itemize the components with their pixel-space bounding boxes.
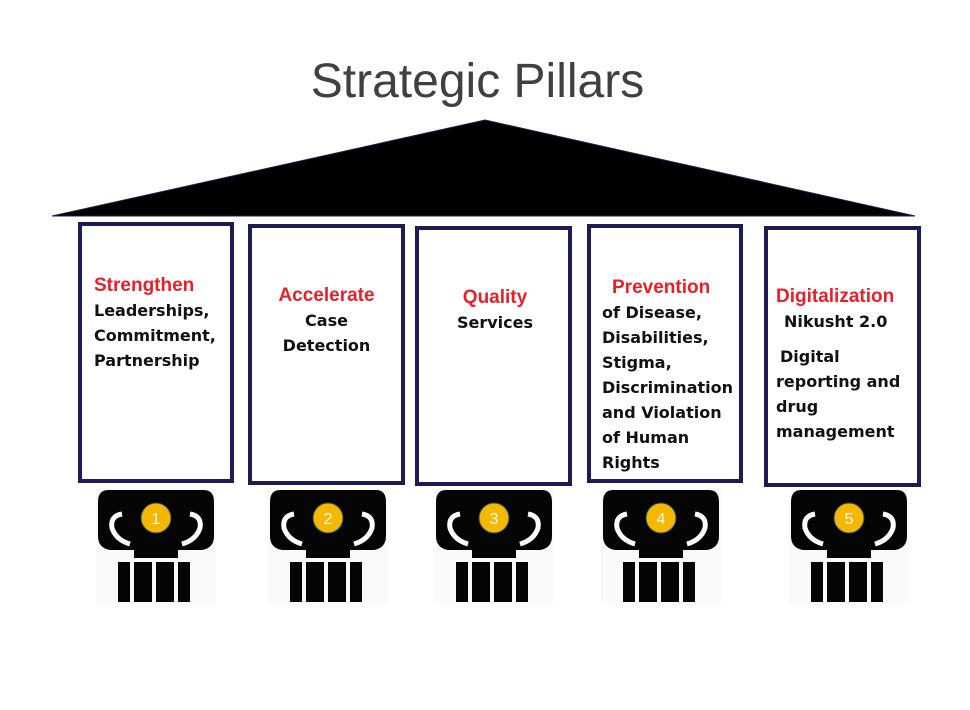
number-badge bbox=[312, 502, 344, 534]
pillar-number: 5 bbox=[845, 511, 854, 528]
pillar-line: Services bbox=[456, 313, 534, 332]
pillar-number: 2 bbox=[324, 511, 333, 528]
pillar-box-3 bbox=[415, 226, 572, 486]
pillar-text-5: Digitalization Nikusht 2.0 Digital repor… bbox=[776, 284, 900, 444]
pillar-line: Rights bbox=[602, 453, 660, 472]
pillar-line: of Human bbox=[602, 428, 690, 447]
pillar-line: Commitment, bbox=[94, 326, 216, 345]
pillar-line: Digital bbox=[780, 347, 840, 366]
column-capital-1: 1 bbox=[96, 488, 216, 608]
pillar-line: and Violation bbox=[602, 403, 722, 422]
page-title: Strategic Pillars bbox=[310, 55, 645, 108]
pillar-heading: Strengthen bbox=[94, 275, 195, 296]
pillar-line: Leaderships, bbox=[94, 301, 210, 320]
number-badge bbox=[645, 502, 677, 534]
pillar-box-4 bbox=[587, 224, 743, 483]
column-capital-2: 2 bbox=[268, 488, 388, 608]
number-badge bbox=[478, 502, 510, 534]
pillar-line: Disabilities, bbox=[602, 328, 709, 347]
pillar-line: Case bbox=[305, 311, 348, 330]
pillar-box-1 bbox=[78, 222, 234, 483]
pillar-line: drug bbox=[776, 397, 819, 416]
pillar-line: management bbox=[776, 422, 895, 441]
pillar-text-2: Accelerate Case Detection bbox=[248, 283, 405, 358]
pillar-box-2 bbox=[248, 224, 405, 485]
column-capital-3: 3 bbox=[434, 488, 554, 608]
pillar-number: 3 bbox=[490, 511, 499, 528]
pillar-line: Stigma, bbox=[602, 353, 672, 372]
pillar-heading: Prevention bbox=[612, 277, 711, 298]
pillar-text-1: Strengthen Leaderships, Commitment, Part… bbox=[94, 273, 216, 373]
roof bbox=[51, 119, 916, 217]
column-capital-4: 4 bbox=[601, 488, 721, 608]
pillar-line: Partnership bbox=[94, 351, 200, 370]
pillar-number: 1 bbox=[152, 511, 161, 528]
number-badge bbox=[140, 502, 172, 534]
pillar-line: Discrimination bbox=[602, 378, 734, 397]
pillar-heading: Quality bbox=[462, 287, 528, 308]
pillar-heading: Accelerate bbox=[278, 285, 375, 306]
pillar-line: reporting and bbox=[776, 372, 901, 391]
pillar-heading: Digitalization bbox=[776, 286, 895, 307]
pillar-text-4: Prevention of Disease, Disabilities, Sti… bbox=[602, 275, 733, 475]
column-capital-5: 5 bbox=[789, 488, 909, 608]
pillar-line: of Disease, bbox=[602, 303, 702, 322]
pillar-line: Nikusht 2.0 bbox=[784, 312, 888, 331]
pillar-text-3: Quality Services bbox=[415, 285, 575, 335]
number-badge bbox=[833, 502, 865, 534]
pillar-number: 4 bbox=[657, 511, 666, 528]
pillar-line: Detection bbox=[282, 336, 371, 355]
pillar-box-5 bbox=[764, 226, 921, 487]
